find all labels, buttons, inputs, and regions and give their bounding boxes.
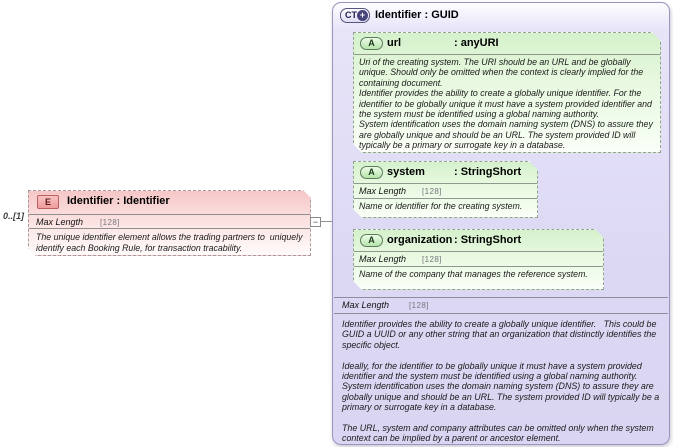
complex-type-annotation: Identifier provides the ability to creat…: [342, 319, 660, 444]
attribute-box-url[interactable]: A url : anyURI Uri of the creating system…: [353, 32, 661, 153]
complex-type-badge-label: CT: [345, 10, 357, 20]
facet-value: [128]: [422, 187, 442, 196]
element-title: Identifier : Identifier: [67, 195, 170, 207]
attribute-box-organization[interactable]: A organization: StringShort Max Length […: [353, 229, 604, 290]
attribute-facet-row: Max Length [128]: [354, 252, 603, 267]
divider: [354, 183, 537, 184]
attribute-icon: A: [360, 234, 383, 247]
complex-type-title: Identifier : GUID: [375, 9, 459, 21]
divider: [334, 297, 668, 298]
attribute-facet-row: Max Length [128]: [354, 184, 537, 199]
facet-label: Max Length: [36, 217, 84, 227]
complex-type-icon[interactable]: CT +: [340, 8, 370, 23]
facet-value: [128]: [409, 301, 429, 310]
attribute-type: : anyURI: [454, 37, 499, 49]
attribute-name: organization: [387, 234, 453, 246]
cardinality-label: 0..[1]: [3, 211, 25, 221]
divider: [354, 54, 660, 55]
attribute-title: organization: StringShort: [387, 234, 521, 246]
attribute-name: url: [387, 37, 402, 49]
attribute-annotation: Uri of the creating system. The URI shou…: [359, 57, 653, 151]
facet-value: [128]: [422, 255, 442, 264]
attribute-annotation: Name of the company that manages the ref…: [359, 269, 588, 279]
attribute-title: url : anyURI: [387, 37, 499, 49]
facet-label: Max Length: [342, 300, 390, 310]
attribute-name: system: [387, 166, 425, 178]
attribute-type: : StringShort: [454, 234, 522, 246]
attribute-box-system[interactable]: A system : StringShort Max Length [128] N…: [353, 161, 538, 218]
divider: [334, 313, 668, 314]
attribute-icon: A: [360, 37, 383, 50]
element-box-identifier[interactable]: E Identifier : Identifier Max Length [12…: [28, 190, 311, 256]
element-annotation: The unique identifier element allows the…: [36, 232, 305, 253]
facet-label: Max Length: [359, 254, 407, 264]
facet-value: [128]: [100, 218, 120, 227]
attribute-title: system : StringShort: [387, 166, 521, 178]
collapse-icon: −: [312, 216, 319, 227]
expand-icon[interactable]: +: [357, 10, 368, 21]
divider: [354, 251, 603, 252]
element-facet-row: Max Length [128]: [29, 214, 310, 229]
element-icon: E: [37, 195, 59, 209]
collapse-toggle[interactable]: −: [310, 217, 321, 227]
complex-type-box[interactable]: CT + Identifier : GUID A url : anyURI Uri…: [332, 2, 670, 445]
attribute-annotation: Name or identifier for the creating syst…: [359, 201, 523, 211]
attribute-icon: A: [360, 166, 383, 179]
attribute-type: : StringShort: [454, 166, 522, 178]
facet-label: Max Length: [359, 186, 407, 196]
